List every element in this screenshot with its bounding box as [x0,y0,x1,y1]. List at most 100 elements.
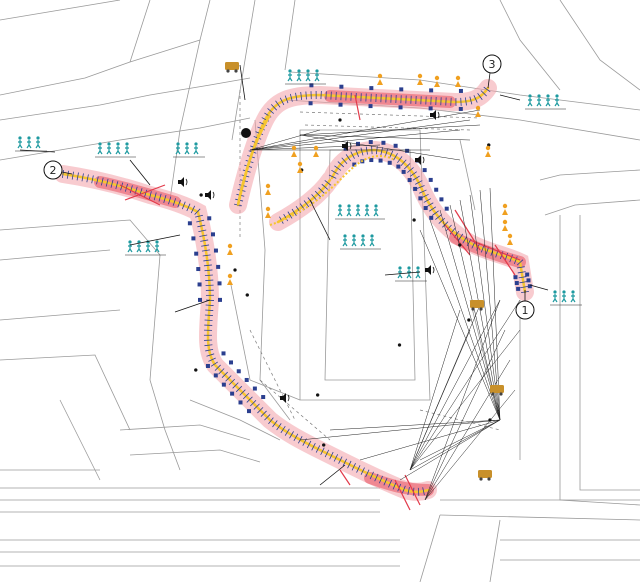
route-tick [324,449,330,458]
speaker-icon [425,265,435,275]
route-tick [289,93,293,102]
sight-line [489,187,501,421]
route-tick [71,171,74,180]
measurement-block [378,158,383,163]
route-tick [407,167,414,173]
route-tick [365,469,370,478]
sight-line [299,134,461,161]
route-marker-1[interactable]: 1 [515,290,535,320]
route-tick [360,147,364,156]
route-tick [153,192,157,201]
measurement-block [187,221,192,226]
sound-event-icon [313,145,319,157]
measurement-block [252,386,257,391]
route-tick [473,95,478,103]
route-tick [225,375,232,382]
measurement-block [429,88,434,93]
sight-line [249,109,481,151]
route-tick [81,173,84,182]
route-tick [464,97,467,106]
route-tick [389,150,394,159]
route-tick [324,180,332,186]
sight-line [409,309,461,471]
measurement-block [407,178,412,183]
route-tick [206,353,215,357]
route-tick [210,361,219,367]
route-tick [205,279,214,281]
route-tick [287,211,293,219]
sound-event-icon [475,105,481,117]
measurement-block [513,275,518,280]
pedestrian-activity-icon [125,240,166,256]
observation-point [315,393,320,397]
route-tick [158,193,162,202]
observation-point [245,293,250,297]
route-tick [66,170,69,179]
route-tick [519,281,528,284]
route-tick [321,183,329,190]
north-spur [236,114,272,206]
observation-point [194,368,198,372]
speaker-icon [280,393,290,403]
route-tick [257,407,264,414]
measurement-block [205,363,210,368]
route-tick [421,193,429,199]
route-tick [100,177,104,186]
route-tick [239,389,246,396]
measurement-block [213,373,218,378]
route-tick [458,233,464,241]
route-tick [204,274,213,277]
measurement-block [429,215,434,220]
measurement-block [514,281,519,286]
pedestrian-activity-icon [340,234,381,250]
route-tick [163,195,167,203]
sight-line [449,204,501,421]
sight-line [299,124,481,136]
sight-line [249,129,461,151]
route-glow-segment-0 [269,140,534,301]
route-tick [203,264,212,267]
route-tick [181,201,186,210]
measurement-block [423,206,428,211]
route-tick [407,486,410,495]
route-marker-3-label: 3 [489,58,496,71]
measurement-block [210,232,215,237]
speaker-icon [430,110,440,120]
route-tick [200,239,209,242]
route-tick [393,153,398,161]
route-tick [284,95,289,104]
route-marker-2[interactable]: 2 [43,160,73,180]
route-tick [168,196,172,205]
route-tick [338,456,343,464]
sound-event-icon [455,75,461,87]
route-tick [196,219,205,223]
measurement-block [526,278,531,283]
route-tick [218,368,225,375]
measurement-block [229,360,234,365]
route-marker-3[interactable]: 3 [482,54,502,89]
pedestrian-activity-icon [285,69,326,85]
sight-line [299,419,501,441]
sound-event-icon [502,203,508,215]
sound-event-icon [377,73,383,85]
route-tick [149,191,152,200]
observation-point [458,243,462,247]
route-tick [246,396,253,403]
route-tick [345,154,351,162]
route-tick [318,187,325,194]
measurement-block [393,143,398,148]
sound-event-icon [502,219,508,231]
route-tick [205,348,214,352]
route-tick [435,214,442,220]
route-tick [422,487,425,496]
route-tick [480,90,487,97]
route-tick [303,200,310,208]
route-tick [276,423,282,431]
sight-line [249,119,471,151]
route-tick [253,403,260,410]
route-tick [204,269,213,272]
sight-line [419,419,501,461]
route-tick [429,206,437,212]
route-tick [267,108,274,114]
route-tick [311,194,318,201]
